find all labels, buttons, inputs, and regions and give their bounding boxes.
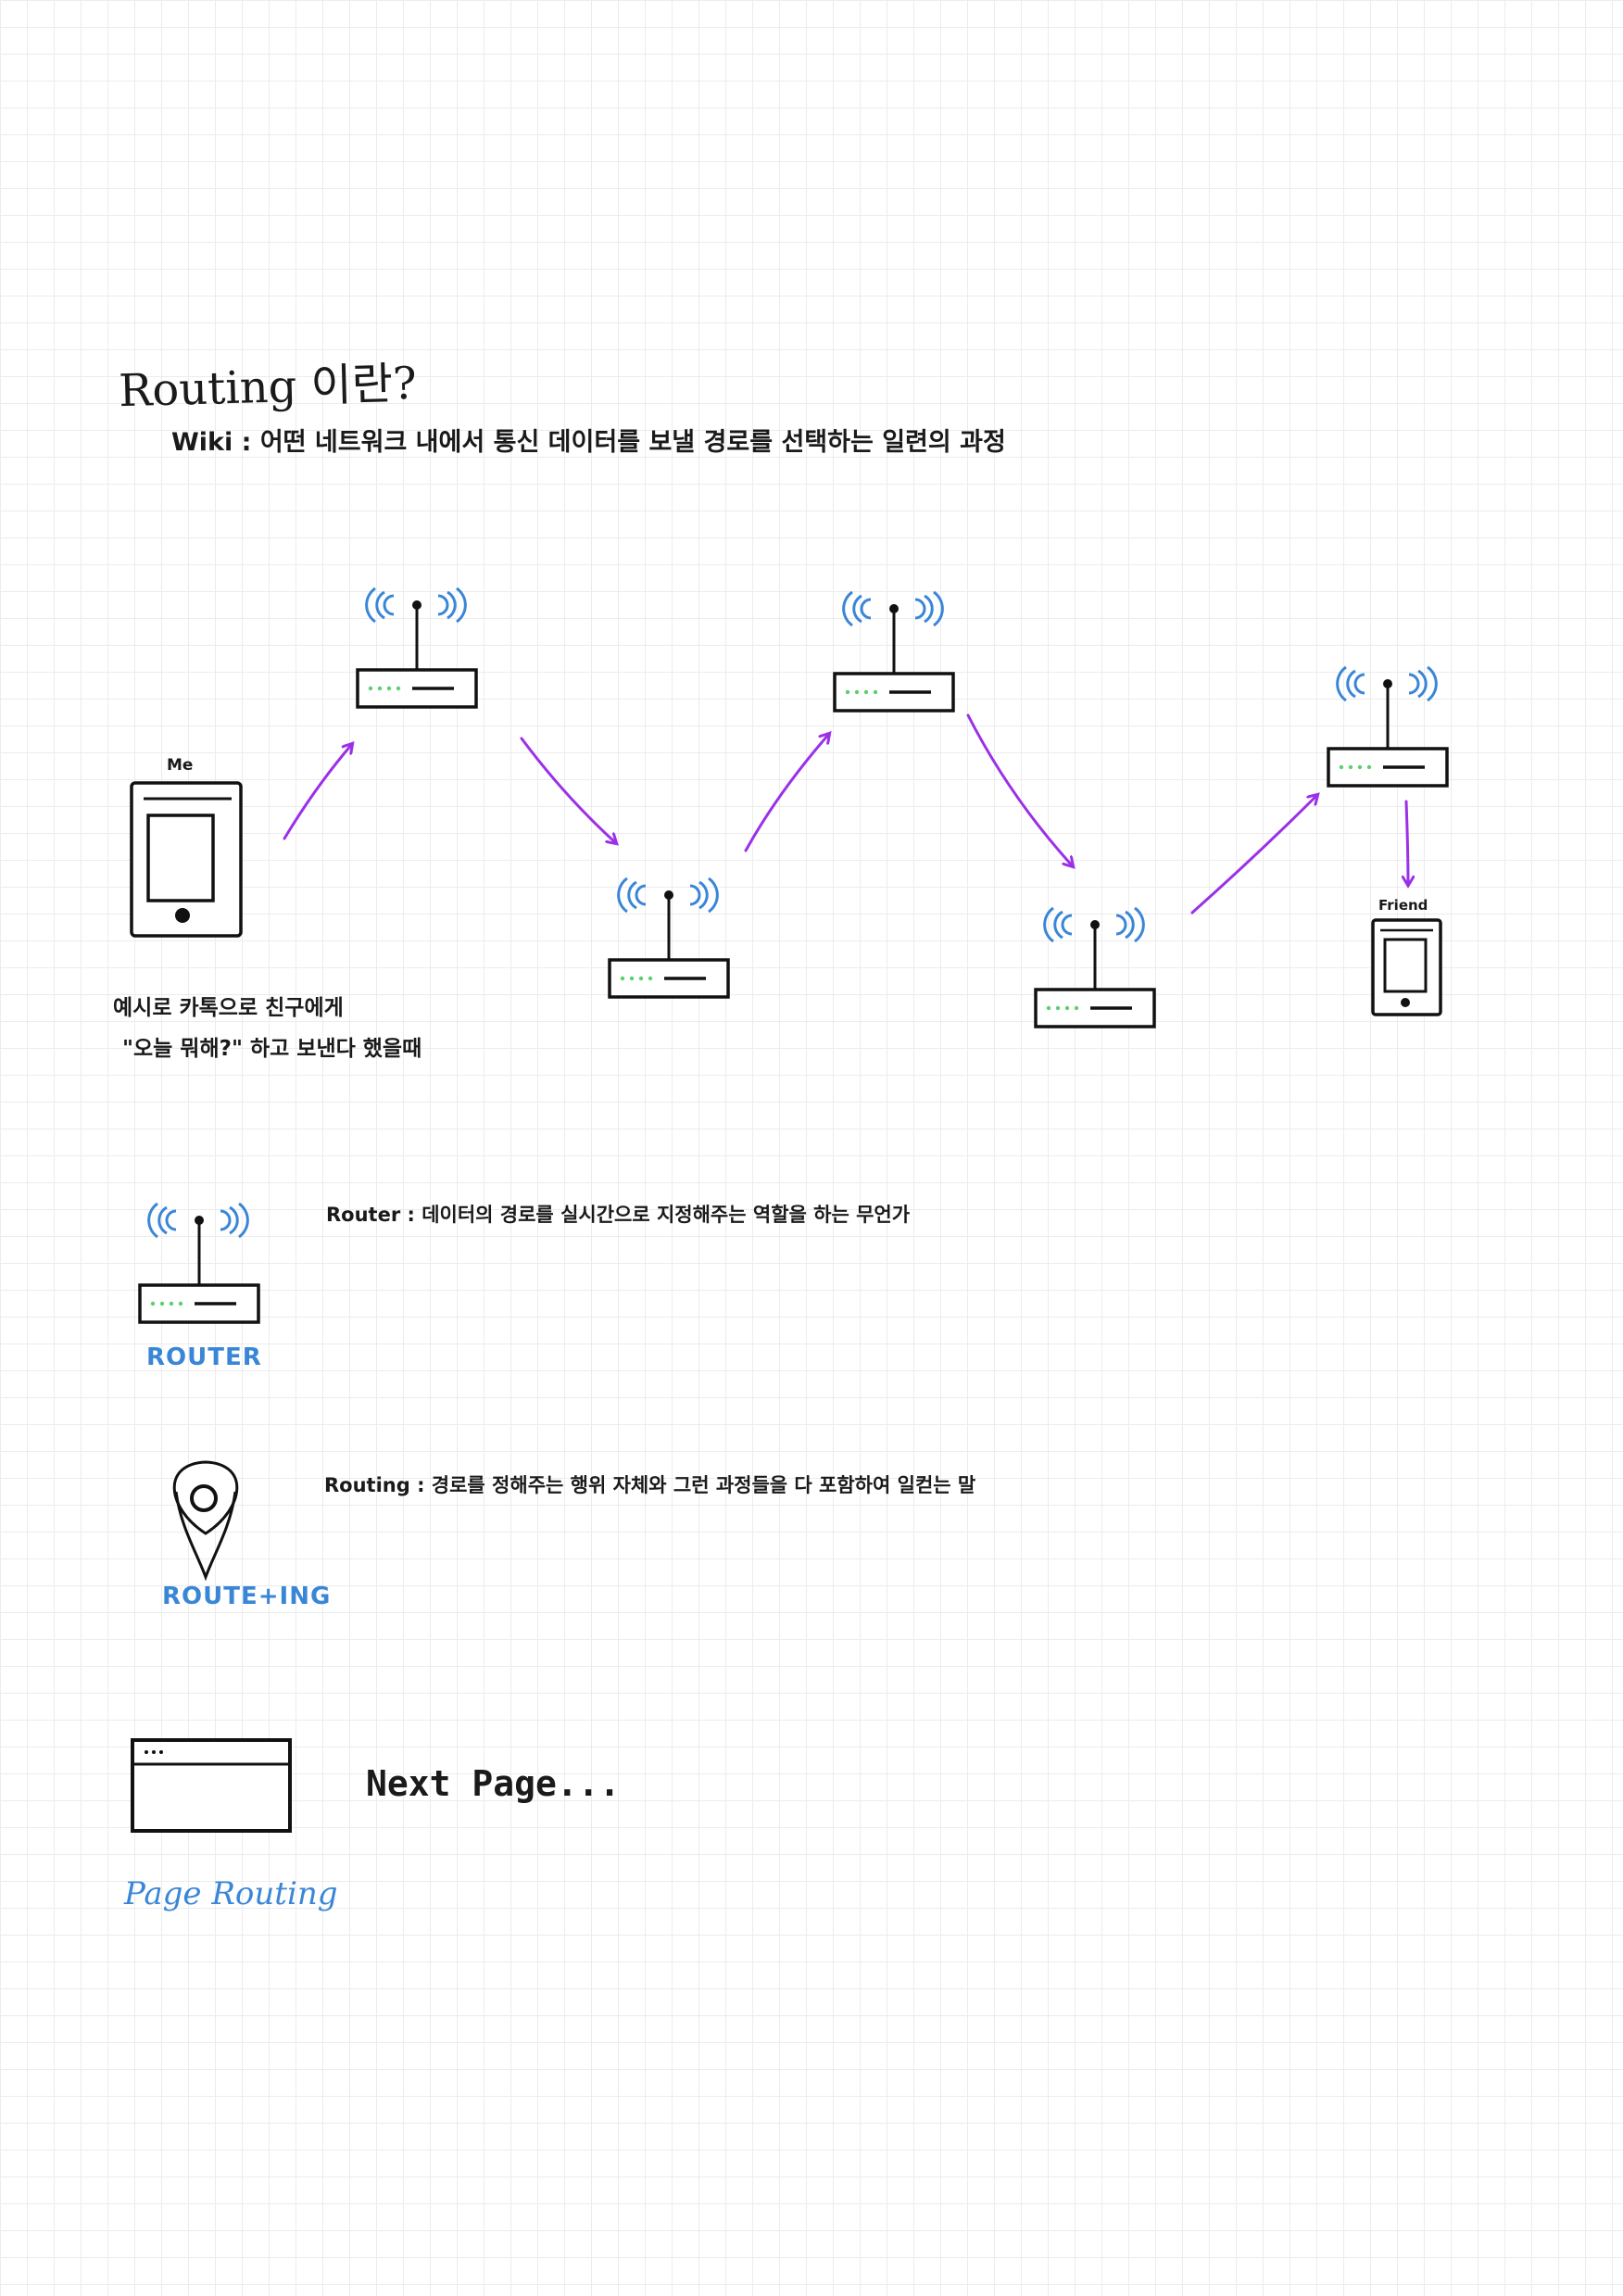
location-pin-icon [172, 1460, 239, 1582]
router-3-icon [833, 590, 955, 713]
route-arrows [283, 713, 1408, 915]
me-phone-icon [130, 781, 243, 938]
me-label: Me [167, 756, 194, 775]
next-page-text: Next Page... [366, 1763, 621, 1804]
page-routing-label: Page Routing [124, 1875, 338, 1912]
legend-router-icon [138, 1202, 260, 1324]
friend-phone-icon [1371, 918, 1442, 1016]
router-1-icon [356, 587, 478, 709]
wiki-definition: Wiki : 어떤 네트워크 내에서 통신 데이터를 보낼 경로를 선택하는 일… [171, 428, 1006, 457]
router-2-icon [608, 877, 730, 999]
router-label: ROUTER [146, 1344, 262, 1371]
route-ing-label: ROUTE+ING [162, 1583, 332, 1610]
routing-definition: Routing : 경로를 정해주는 행위 자체와 그런 과정들을 다 포함하여… [324, 1474, 976, 1496]
browser-window-icon [131, 1738, 292, 1833]
example-line-2: "오늘 뭐해?" 하고 보낸다 했을때 [122, 1037, 422, 1061]
page-title: Routing 이란? [118, 357, 418, 418]
router-definition: Router : 데이터의 경로를 실시간으로 지정해주는 역할을 하는 무언가 [326, 1204, 911, 1226]
router-4-icon [1034, 906, 1156, 1028]
router-5-icon [1327, 665, 1449, 788]
friend-label: Friend [1378, 897, 1428, 914]
example-line-1: 예시로 카톡으로 친구에게 [113, 996, 344, 1020]
